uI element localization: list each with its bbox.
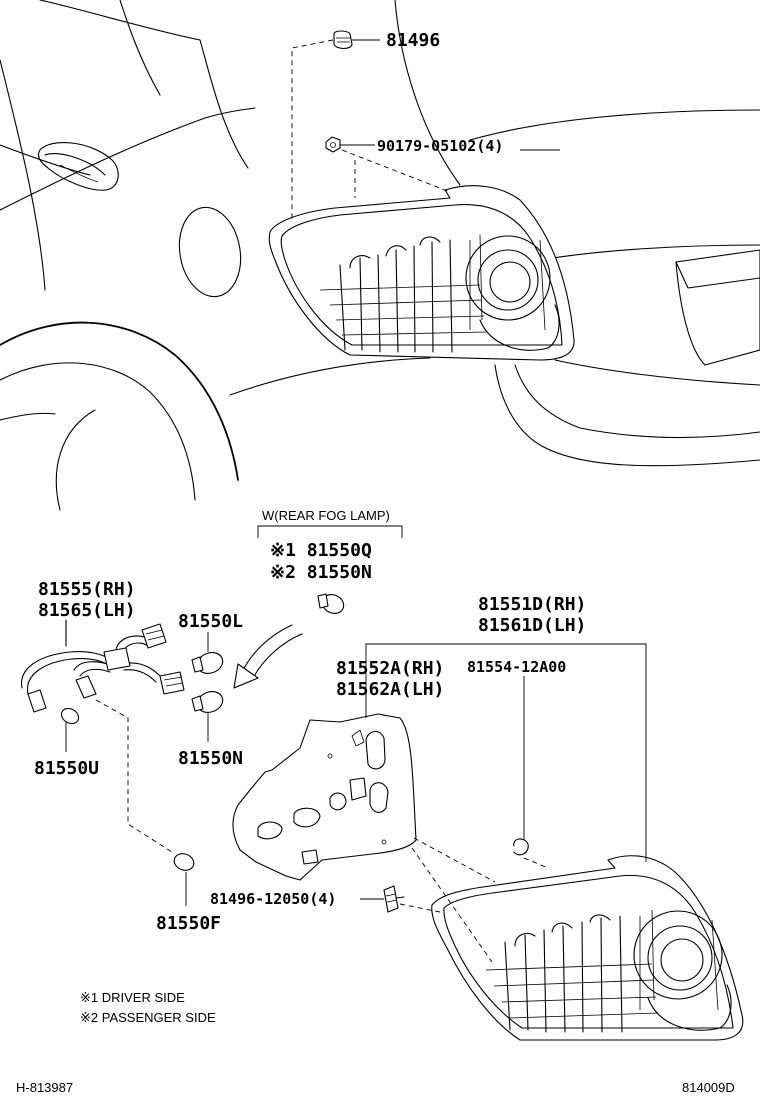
label-81565-lh: 81565(LH) — [38, 600, 136, 621]
note-driver-side: ※1 DRIVER SIDE — [80, 990, 185, 1005]
bulb-81550n-icon — [191, 691, 224, 742]
bulb-81550f-icon — [173, 853, 195, 906]
lower-lamp-assembly-81551d — [431, 855, 744, 1041]
label-81552a-rh: 81552A(RH) — [336, 658, 444, 679]
lower-lamp-ribs — [485, 914, 659, 1033]
label-rear-fog-lamp: W(REAR FOG LAMP) — [262, 508, 390, 523]
label-90179-05102: 90179-05102(4) — [377, 137, 503, 155]
bulb-81550l-icon — [191, 632, 224, 674]
label-81550n: 81550N — [178, 748, 243, 769]
socket-and-wire-81555 — [21, 619, 185, 853]
gasket-81552a — [232, 713, 417, 881]
label-81562a-lh: 81562A(LH) — [336, 679, 444, 700]
ref-code-right: 814009D — [682, 1080, 735, 1095]
upper-lamp-assembly — [268, 185, 575, 361]
vehicle-rear-body — [0, 0, 760, 511]
gasket-81554-icon — [513, 838, 529, 856]
rear-fog-bracket — [257, 525, 403, 538]
upper-lamp-ribs — [319, 236, 487, 353]
label-81496-12050: 81496-12050(4) — [210, 890, 336, 908]
reference-codes: H-813987 814009D — [16, 1080, 735, 1095]
lower-leader-lines — [360, 643, 647, 963]
label-81550f: 81550F — [156, 913, 221, 934]
label-81496: 81496 — [386, 30, 440, 51]
label-81550q: ※1 81550Q — [270, 540, 372, 561]
screw-81496-12050-icon — [383, 885, 405, 913]
label-81550l: 81550L — [178, 611, 243, 632]
nut-90179-icon — [325, 136, 341, 153]
note-passenger-side: ※2 PASSENGER SIDE — [80, 1010, 216, 1025]
clip-81496-icon — [333, 30, 353, 50]
label-81555-rh: 81555(RH) — [38, 579, 136, 600]
insertion-arrow-icon — [233, 624, 303, 689]
part-number-labels: 81496 90179-05102(4) W(REAR FOG LAMP) ※1… — [34, 30, 586, 934]
label-81550u: 81550U — [34, 758, 99, 779]
upper-leader-lines — [291, 39, 560, 220]
fog-bulb-icon — [317, 593, 345, 614]
ref-code-left: H-813987 — [16, 1080, 73, 1095]
footnotes: ※1 DRIVER SIDE ※2 PASSENGER SIDE — [80, 990, 216, 1025]
label-81551d-rh: 81551D(RH) — [478, 594, 586, 615]
label-81550n-fog: ※2 81550N — [270, 562, 372, 583]
label-81561d-lh: 81561D(LH) — [478, 615, 586, 636]
label-81554-12a00: 81554-12A00 — [467, 658, 566, 676]
